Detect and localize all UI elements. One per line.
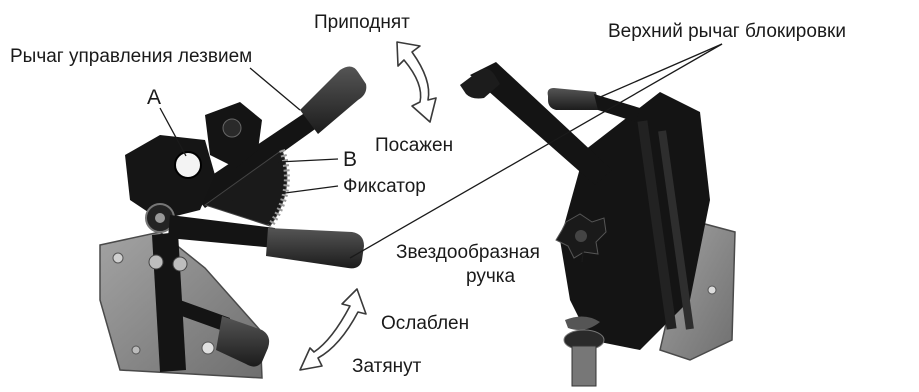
leader-line-b	[277, 158, 339, 163]
leader-line-upper-lock-1	[597, 43, 723, 99]
blade-lever-label: Рычаг управления лезвием	[10, 46, 253, 67]
bottom-spring	[565, 316, 600, 330]
upper-lock-lever-label: Верхний рычаг блокировки	[608, 21, 846, 42]
left-assembly	[99, 66, 367, 379]
leader-line-blade-lever	[249, 67, 301, 111]
leader-line-upper-lock-2	[349, 43, 723, 259]
leader-line-lock	[231, 185, 339, 201]
lock-lever-arm	[176, 300, 230, 332]
motion-arrow-raised-seated	[396, 41, 437, 123]
point-a-label: A	[147, 86, 162, 109]
blade-lever-arm	[190, 108, 325, 208]
right-mounting-plate	[659, 219, 736, 361]
right-shaft	[658, 130, 694, 330]
point-b-label: B	[343, 148, 358, 171]
raised-label: Приподнят	[314, 12, 410, 33]
lock-label: Фиксатор	[343, 176, 426, 197]
leader-lines	[159, 43, 723, 263]
upper-lock-lever-handle	[547, 88, 600, 110]
right-assembly	[460, 62, 736, 387]
tightened-label: Затянут	[352, 356, 422, 377]
leader-line-a	[159, 107, 187, 157]
lower-lever-arm	[168, 215, 275, 248]
right-long-lever	[470, 62, 612, 185]
seated-label: Посажен	[375, 135, 454, 156]
motion-arrow-loosened-tightened	[299, 288, 367, 371]
lower-lever-handle	[266, 228, 364, 269]
loosened-label: Ослаблен	[381, 313, 470, 334]
hub-bolt	[172, 256, 188, 272]
pivot-hole-a	[174, 151, 202, 179]
right-shaft	[637, 120, 677, 330]
star-knob-label-line1: Звездообразная	[396, 242, 540, 263]
blade-lever-handle	[300, 66, 367, 134]
hub-bolt	[148, 254, 164, 270]
lock-lever-handle	[216, 316, 270, 367]
upper-lock-lever-arm	[594, 94, 640, 122]
leader-line-star-knob	[581, 243, 585, 263]
star-knob-label-line2: ручка	[466, 266, 516, 287]
scale-sector	[203, 149, 288, 227]
